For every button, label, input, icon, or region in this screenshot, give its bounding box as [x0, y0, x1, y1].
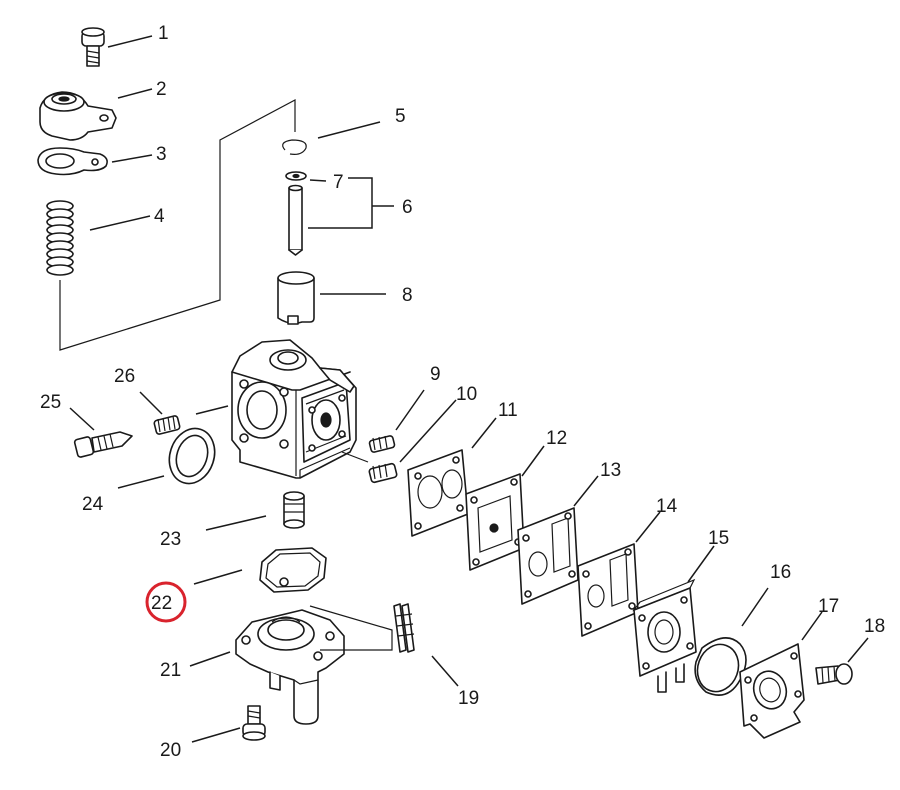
part-11-gasket[interactable] — [407, 449, 469, 537]
part-2-lever[interactable] — [39, 91, 117, 141]
leader-1 — [107, 35, 153, 48]
carburetor-body[interactable] — [231, 339, 357, 479]
leader-body-26 — [195, 405, 229, 415]
part-21-lower-body[interactable] — [235, 609, 345, 725]
part-8-sleeve[interactable] — [277, 271, 315, 325]
callout-3: 3 — [156, 144, 167, 165]
part-20-screw[interactable] — [242, 705, 266, 741]
callout-15: 15 — [708, 528, 729, 549]
part-6-shaft[interactable] — [288, 184, 303, 256]
part-14-gasket[interactable] — [577, 543, 639, 637]
leader-26 — [139, 391, 163, 415]
leader-7 — [309, 179, 327, 182]
part-23-jet[interactable] — [283, 491, 305, 529]
leader-24 — [117, 475, 165, 489]
highlight-circle — [145, 581, 187, 623]
part-12-diaphragm[interactable] — [465, 473, 525, 571]
callout-5: 5 — [395, 106, 406, 127]
callout-8: 8 — [402, 285, 413, 306]
part-3-gasket[interactable] — [37, 147, 108, 176]
callout-20: 20 — [160, 740, 181, 761]
callout-24: 24 — [82, 494, 104, 515]
callout-22: 22 — [151, 593, 172, 614]
leader-25 — [69, 407, 95, 431]
part-7-washer[interactable] — [285, 171, 307, 181]
leader-10 — [399, 399, 457, 463]
leader-20 — [191, 727, 241, 743]
leader-14 — [635, 511, 661, 543]
part-9-spring[interactable] — [368, 435, 396, 453]
leader-5 — [317, 121, 381, 139]
part-15-pump-cover[interactable] — [632, 578, 697, 693]
leader-22 — [193, 569, 243, 585]
part-24-oring[interactable] — [162, 423, 221, 490]
callout-13: 13 — [600, 460, 621, 481]
callout-10: 10 — [456, 384, 477, 405]
callout-9: 9 — [430, 364, 441, 385]
leader-23 — [205, 515, 267, 531]
part-25-screw[interactable] — [73, 431, 133, 458]
leader-16 — [741, 587, 769, 627]
leader-4 — [89, 215, 151, 231]
callout-23: 23 — [160, 529, 181, 550]
callout-6: 6 — [402, 197, 413, 218]
callout-26: 26 — [114, 366, 135, 387]
callout-16: 16 — [770, 562, 791, 583]
part-22-gasket[interactable] — [259, 547, 327, 593]
callout-1: 1 — [158, 23, 169, 44]
part-10-spring[interactable] — [341, 451, 398, 484]
callout-11: 11 — [498, 400, 518, 421]
assembly-bracket — [59, 99, 296, 351]
part-19-needle[interactable] — [393, 603, 415, 653]
leader-9 — [395, 389, 425, 431]
needle-guide-line — [309, 605, 393, 651]
part-5-clip[interactable] — [282, 139, 307, 155]
part-4-spring[interactable] — [46, 200, 74, 276]
callout-2: 2 — [156, 79, 167, 100]
leader-15 — [687, 545, 715, 583]
callout-21: 21 — [160, 660, 181, 681]
callout-12: 12 — [546, 428, 567, 449]
leader-17 — [801, 611, 823, 641]
part-16-primer-bulb[interactable] — [691, 637, 747, 698]
callout-18: 18 — [864, 616, 885, 637]
part-17-bracket[interactable] — [739, 643, 805, 739]
leader-11 — [471, 417, 497, 449]
callout-14: 14 — [656, 496, 678, 517]
callout-7: 7 — [333, 172, 344, 193]
callout-25: 25 — [40, 392, 61, 413]
callout-19: 19 — [458, 688, 479, 709]
part-13-plate[interactable] — [517, 507, 579, 605]
leader-19 — [431, 655, 459, 687]
leader-21 — [189, 651, 231, 667]
part-26-spring[interactable] — [153, 415, 181, 435]
part-1-screw[interactable] — [81, 27, 105, 67]
callout-4: 4 — [154, 206, 165, 227]
leader-18 — [847, 637, 869, 663]
callout-17: 17 — [818, 596, 839, 617]
leader-12 — [521, 445, 545, 477]
part-18-screw[interactable] — [815, 663, 853, 685]
leader-13 — [573, 475, 599, 507]
leader-2 — [117, 88, 153, 99]
leader-3 — [111, 154, 153, 163]
leader-6-bracket — [308, 177, 373, 229]
